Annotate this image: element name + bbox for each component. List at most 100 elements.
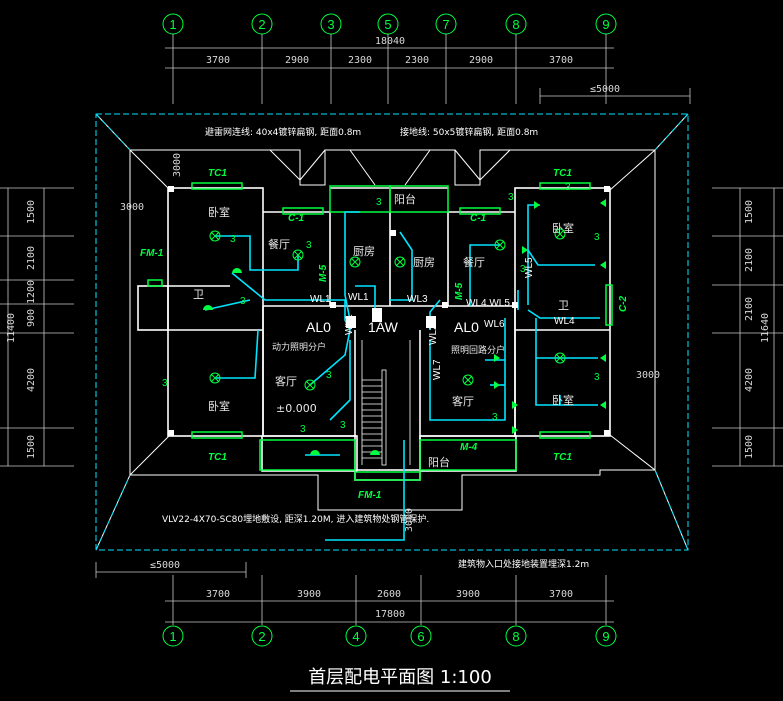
note-lightning: 避雷网连线: 40x4镀锌扁钢, 距面0.8m xyxy=(205,126,361,138)
room-living: 客厅 xyxy=(452,394,474,408)
room-balcony: 阳台 xyxy=(428,455,450,469)
top-dimension-lines xyxy=(165,34,691,104)
left-dims: 1500 2100 1200 900 4200 1500 11400 xyxy=(6,200,37,459)
panel-label: 1AW xyxy=(368,319,399,335)
bottom-dim: 2600 xyxy=(377,589,401,600)
left-dim: 4200 xyxy=(26,368,37,392)
room-bedroom: 卧室 xyxy=(208,205,230,219)
lightning-network xyxy=(95,113,689,551)
top-dim: 2900 xyxy=(285,55,309,66)
axis-label-4: 4 xyxy=(352,629,359,644)
room-living: 客厅 xyxy=(275,374,297,388)
wl-label: WL1 xyxy=(310,294,331,305)
bottom-left-dim: ≤5000 xyxy=(150,560,180,571)
svg-text:3: 3 xyxy=(326,370,332,381)
top-dim: 2300 xyxy=(405,55,429,66)
svg-text:3: 3 xyxy=(508,192,514,203)
axis-label-8: 8 xyxy=(512,17,519,32)
door-label: FM-1 xyxy=(358,490,382,501)
panel-label: AL0 xyxy=(454,319,479,335)
axis-label-1: 1 xyxy=(169,17,176,32)
room-kitchen: 厨房 xyxy=(353,245,375,258)
svg-text:3: 3 xyxy=(162,378,168,389)
room-balcony: 阳台 xyxy=(394,192,416,206)
room-toilet: 卫 xyxy=(193,288,204,301)
room-bedroom: 卧室 xyxy=(208,399,230,413)
bottom-dimension-lines xyxy=(95,562,614,625)
axis-label-8: 8 xyxy=(512,629,519,644)
axis-label-5: 5 xyxy=(384,17,391,32)
left-dimension-lines xyxy=(0,187,74,467)
left-total-dim: 11400 xyxy=(6,313,17,343)
axis-label-9: 9 xyxy=(602,629,609,644)
elevation-mark: ±0.000 xyxy=(276,402,317,415)
left-dim: 1500 xyxy=(26,200,37,224)
top-dim: 2900 xyxy=(469,55,493,66)
left-dim: 1500 xyxy=(26,435,37,459)
wl-label: WL7 xyxy=(432,359,443,380)
top-dim: 2300 xyxy=(348,55,372,66)
left-dim: 2100 xyxy=(26,246,37,270)
misc-dim: 3000 xyxy=(404,508,415,532)
axis-label-6: 6 xyxy=(417,629,424,644)
door-label: M-5 xyxy=(318,264,329,282)
misc-dim: 3000 xyxy=(120,202,144,213)
door-label: M-5 xyxy=(454,282,465,300)
top-dim: 3700 xyxy=(549,55,573,66)
bottom-dim: 3900 xyxy=(456,589,480,600)
window-label: C-2 xyxy=(618,295,629,312)
light-fixtures xyxy=(209,228,566,391)
walls xyxy=(137,187,611,481)
note-cable: VLV22-4X70-SC80埋地敷设, 距深1.20M, 进入建筑物处钢管保护… xyxy=(162,513,429,525)
misc-dim: 3000 xyxy=(636,370,660,381)
right-dim: 1500 xyxy=(744,435,755,459)
room-power-left: 动力照明分户 xyxy=(272,341,326,353)
room-kitchen: 厨房 xyxy=(413,256,435,269)
axis-bottom xyxy=(162,625,617,647)
svg-text:3: 3 xyxy=(565,182,571,193)
svg-text:3: 3 xyxy=(340,420,346,431)
left-dim: 900 xyxy=(26,309,37,327)
axis-label-9: 9 xyxy=(602,17,609,32)
drawing-title: 首层配电平面图 1:100 xyxy=(308,667,492,688)
top-right-dim: ≤5000 xyxy=(590,84,620,95)
window-label: TC1 xyxy=(553,168,572,179)
room-bedroom: 卧室 xyxy=(552,221,574,235)
room-dining: 餐厅 xyxy=(268,237,290,251)
wl-label: WL4 xyxy=(554,316,575,327)
right-total-dim: 11640 xyxy=(760,313,771,343)
right-dim: 2100 xyxy=(744,297,755,321)
bottom-dim: 3900 xyxy=(297,589,321,600)
axis-label-1: 1 xyxy=(169,629,176,644)
note-entry: 建筑物入口处接地装置埋深1.2m xyxy=(458,558,589,570)
axis-label-7: 7 xyxy=(442,17,449,32)
circuit-marks: 33 33 33 33 33 33 33 xyxy=(162,182,600,435)
door-label: M-4 xyxy=(460,442,478,453)
right-dimension-lines xyxy=(712,187,783,467)
svg-text:3: 3 xyxy=(306,240,312,251)
windows-doors xyxy=(147,182,613,481)
svg-text:3: 3 xyxy=(376,197,382,208)
bottom-dim: 3700 xyxy=(206,589,230,600)
door-label: FM-1 xyxy=(140,248,164,259)
misc-dim: 3000 xyxy=(172,153,183,177)
svg-text:3: 3 xyxy=(230,234,236,245)
distribution-panels xyxy=(346,308,436,328)
axis-label-2: 2 xyxy=(258,17,265,32)
top-total-dim: 18040 xyxy=(375,36,405,47)
axis-label-3: 3 xyxy=(327,17,334,32)
window-label: C-1 xyxy=(288,213,305,224)
wl-label: WL5 xyxy=(524,257,535,278)
svg-text:3: 3 xyxy=(240,296,246,307)
room-dining: 餐厅 xyxy=(463,255,485,269)
wiring xyxy=(204,204,600,541)
right-dim: 2100 xyxy=(744,248,755,272)
staircase xyxy=(361,340,411,466)
wl-label: WL1 xyxy=(348,292,369,303)
room-bedroom: 卧室 xyxy=(552,393,574,407)
room-power-right: 照明回路分户 xyxy=(451,344,505,356)
left-dim: 1200 xyxy=(26,280,37,304)
top-dim: 3700 xyxy=(206,55,230,66)
wl-label: WL1 xyxy=(344,314,355,335)
